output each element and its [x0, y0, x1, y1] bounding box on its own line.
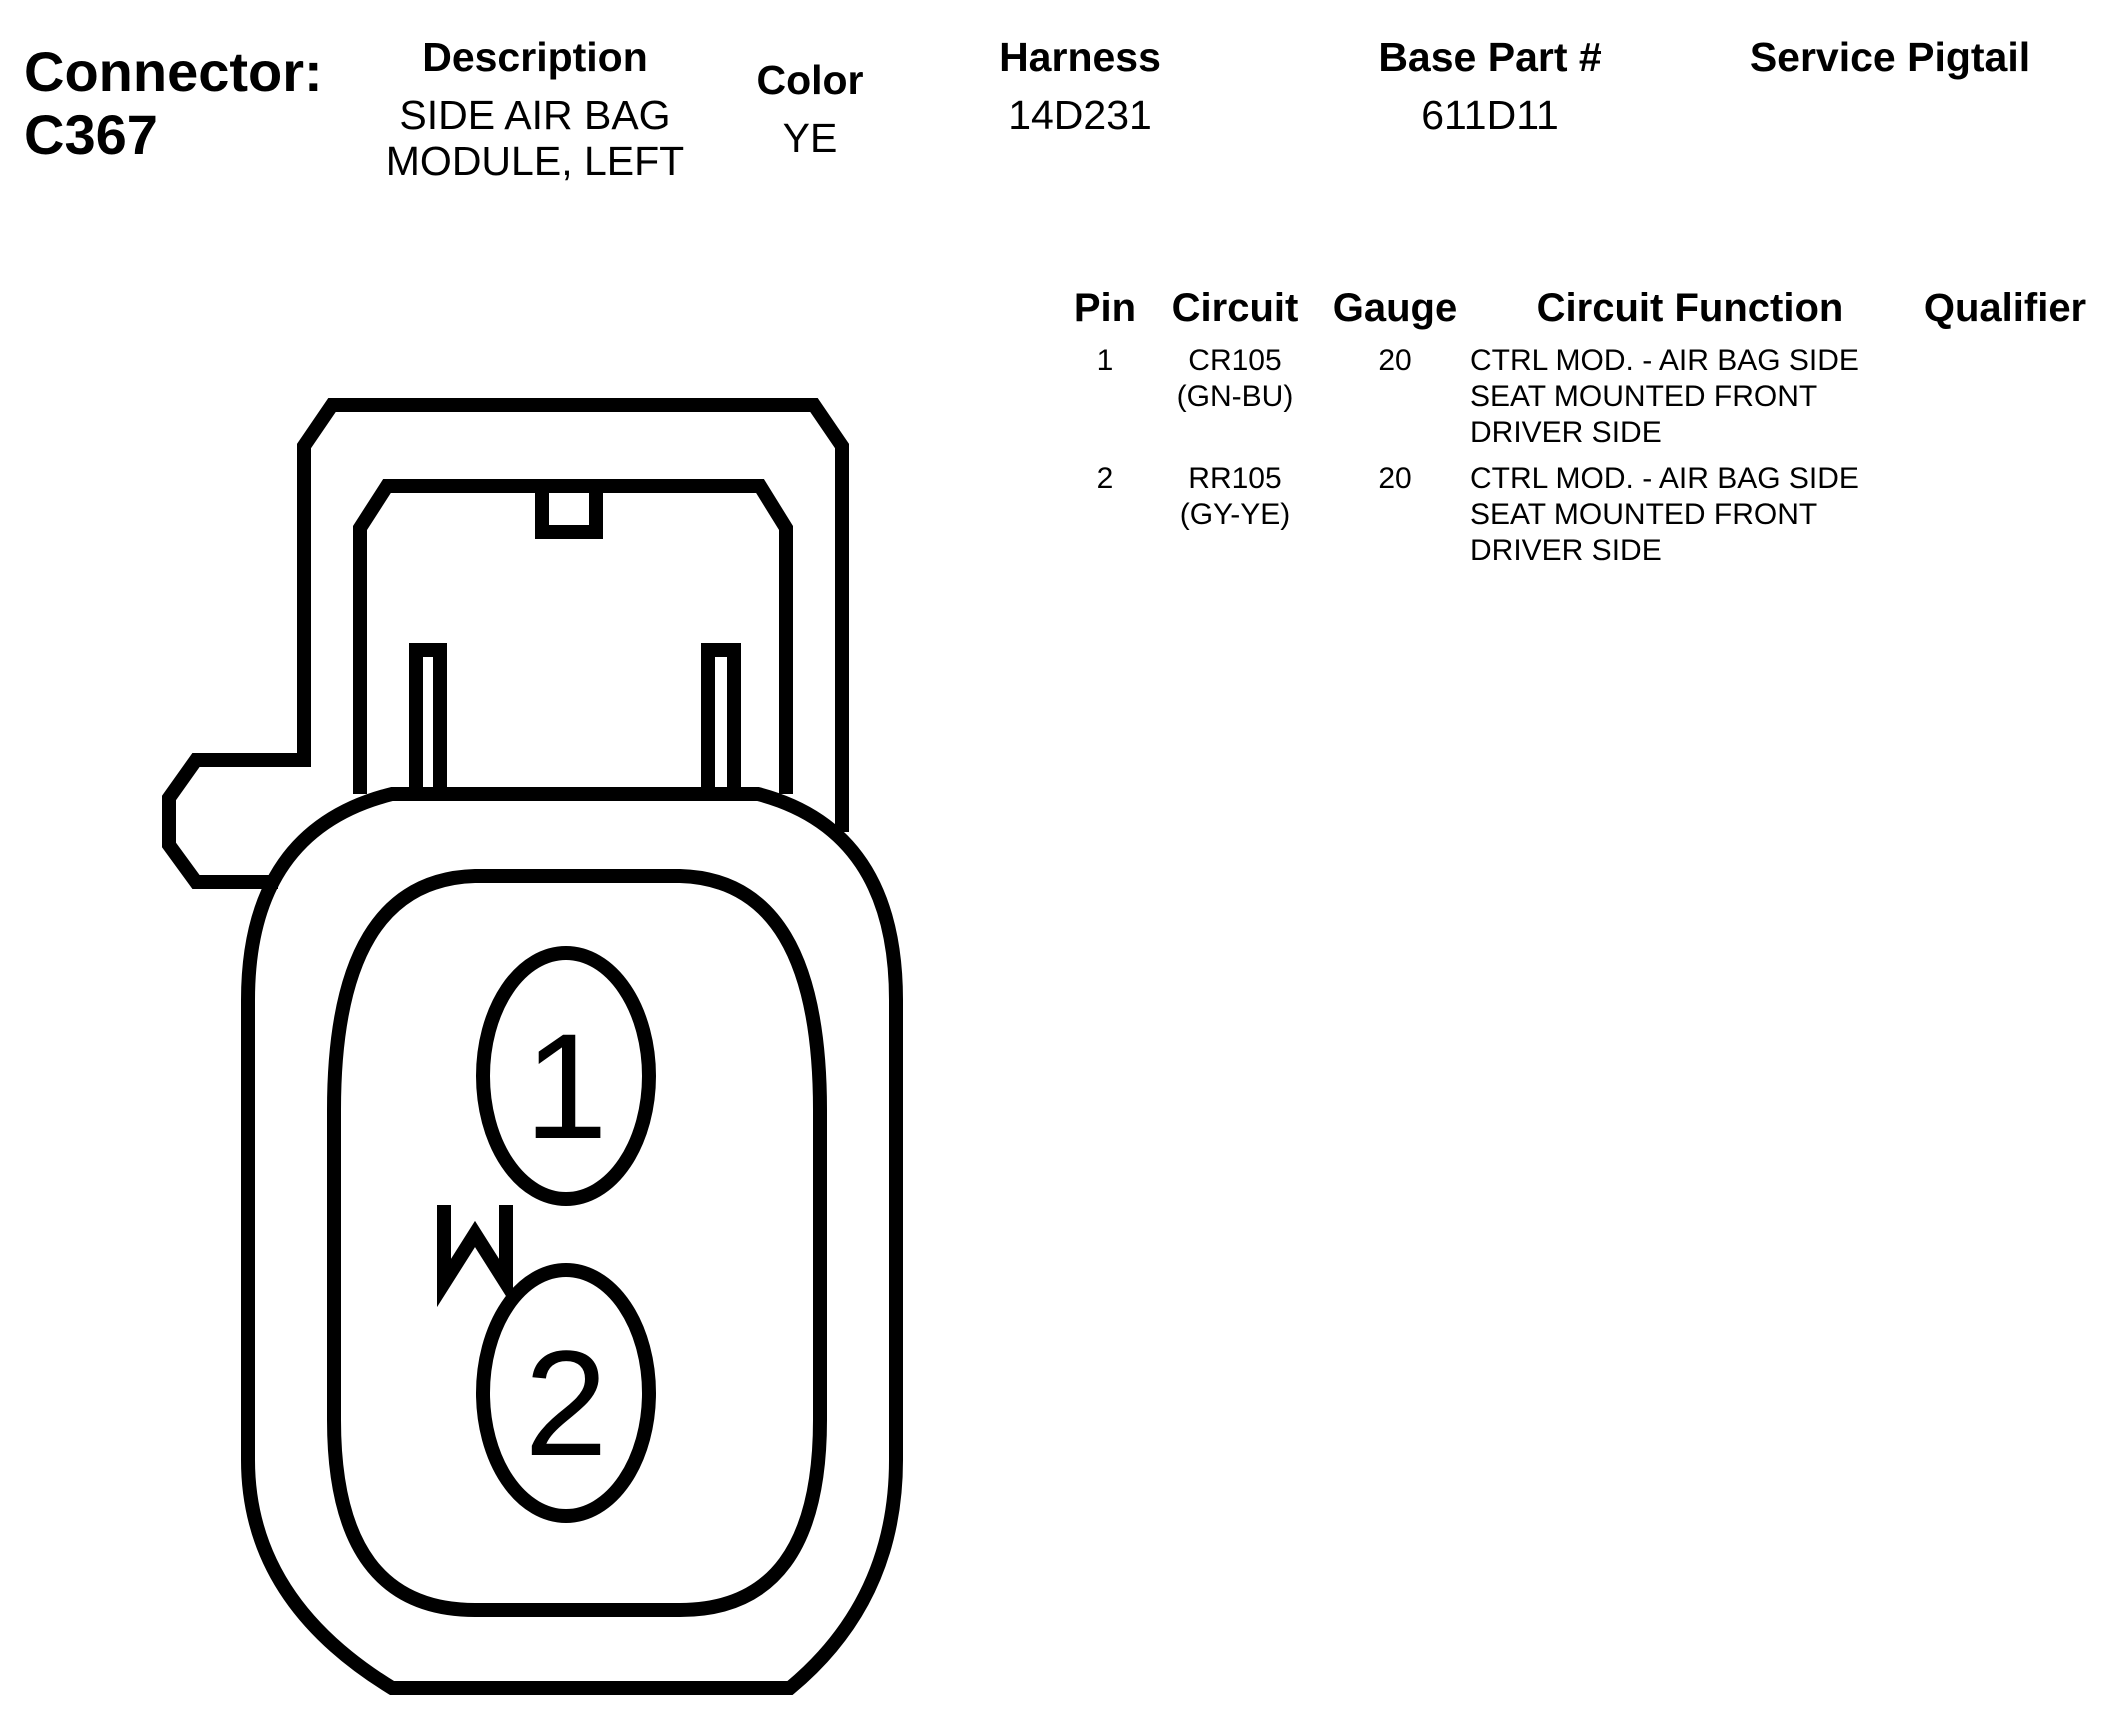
row-2-pin: 2 — [1096, 462, 1114, 495]
color-block: Color YE — [730, 57, 890, 161]
row-1-circuit: CR105 (GN-BU) — [1150, 343, 1320, 415]
connector-body-outer — [241, 787, 903, 1695]
row-2-function: CTRL MOD. - AIR BAG SIDE SEAT MOUNTED FR… — [1470, 461, 1890, 569]
description-heading: Description — [422, 34, 648, 80]
locking-hood-outline — [353, 479, 793, 794]
terminal-post-left — [409, 643, 447, 794]
connector-label: Connector: — [24, 40, 323, 103]
row-2-function-line-1: CTRL MOD. - AIR BAG SIDE — [1470, 462, 1859, 495]
description-line-2: MODULE, LEFT — [385, 138, 685, 184]
row-2-circuit: RR105 (GY-YE) — [1150, 461, 1320, 533]
color-value: YE — [782, 115, 838, 161]
base-part-block: Base Part # 611D11 — [1340, 34, 1640, 138]
terminal-post-right — [701, 643, 741, 794]
base-part-heading: Base Part # — [1378, 34, 1602, 80]
pin-column-heading: Pin — [1073, 286, 1137, 330]
row-1-function-line-3: DRIVER SIDE — [1470, 416, 1662, 449]
keying-notch — [535, 486, 603, 539]
connector-id: C367 — [24, 103, 158, 166]
row-1-circuit-color: (GN-BU) — [1176, 380, 1294, 413]
base-part-value: 611D11 — [1421, 92, 1559, 138]
description-block: Description SIDE AIR BAG MODULE, LEFT — [370, 34, 700, 184]
description-line-1: SIDE AIR BAG — [399, 92, 671, 138]
w-marker-shape — [437, 1205, 513, 1308]
circuit-function-column-heading: Circuit Function — [1536, 286, 1844, 330]
pin-cavity-1 — [476, 946, 656, 1206]
row-2-circuit-color: (GY-YE) — [1179, 498, 1291, 531]
service-pigtail-heading: Service Pigtail — [1749, 34, 2031, 80]
row-1-pin: 1 — [1096, 344, 1114, 377]
row-1-function-line-1: CTRL MOD. - AIR BAG SIDE — [1470, 344, 1859, 377]
pin-cavity-2 — [476, 1263, 656, 1523]
pin-label-2: 2 — [524, 1319, 607, 1487]
row-1-circuit-id: CR105 — [1188, 344, 1282, 377]
row-2-function-line-3: DRIVER SIDE — [1470, 534, 1662, 567]
harness-block: Harness 14D231 — [940, 34, 1220, 138]
connector-housing-outline — [162, 398, 849, 889]
row-2-gauge: 20 — [1378, 462, 1412, 495]
circuit-column-heading: Circuit — [1171, 286, 1299, 330]
pin-label-1: 1 — [524, 1002, 607, 1170]
row-2-circuit-id: RR105 — [1188, 462, 1282, 495]
row-1-gauge: 20 — [1378, 344, 1412, 377]
row-1-function-line-2: SEAT MOUNTED FRONT — [1470, 380, 1818, 413]
connector-body-inner — [327, 869, 827, 1617]
harness-value: 14D231 — [1008, 92, 1152, 138]
service-pigtail-block: Service Pigtail — [1720, 34, 2060, 92]
gauge-column-heading: Gauge — [1332, 286, 1458, 330]
harness-heading: Harness — [999, 34, 1161, 80]
qualifier-column-heading: Qualifier — [1923, 286, 2087, 330]
row-1-function: CTRL MOD. - AIR BAG SIDE SEAT MOUNTED FR… — [1470, 343, 1890, 451]
color-heading: Color — [756, 57, 864, 103]
row-2-function-line-2: SEAT MOUNTED FRONT — [1470, 498, 1818, 531]
